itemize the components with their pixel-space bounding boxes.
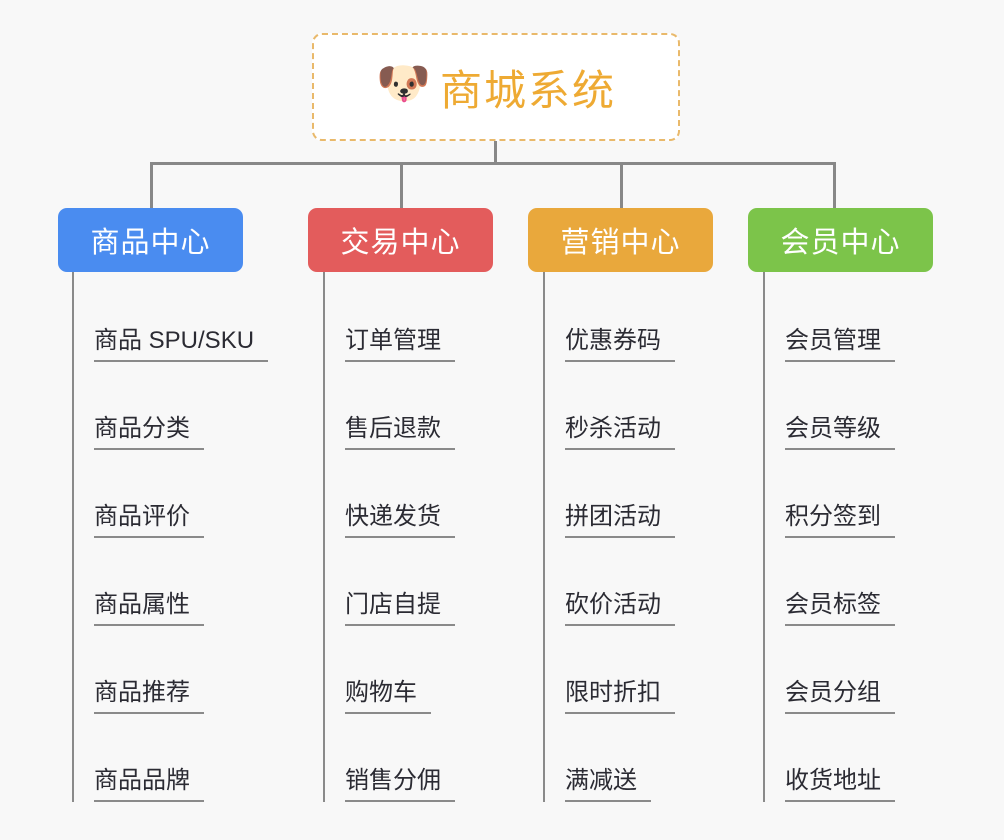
leaf-label: 积分签到: [785, 503, 895, 538]
connector-drop-交易中心: [400, 162, 403, 210]
connector-drop-会员中心: [833, 162, 836, 210]
leaf-item[interactable]: 收货地址: [763, 712, 895, 802]
leaf-label: 会员管理: [785, 327, 895, 362]
leaf-label: 快递发货: [345, 503, 455, 538]
leaf-spine-1: [72, 272, 74, 802]
connector-drop-商品中心: [150, 162, 153, 210]
leaf-item[interactable]: 会员管理: [763, 272, 895, 362]
leaf-label: 商品分类: [94, 415, 204, 450]
root-node[interactable]: 🐶 商城系统: [312, 33, 680, 141]
leaf-item[interactable]: 优惠券码: [543, 272, 675, 362]
leaf-item[interactable]: 积分签到: [763, 448, 895, 538]
leaf-spine-3: [543, 272, 545, 802]
leaf-label: 商品 SPU/SKU: [94, 327, 269, 362]
leaf-item[interactable]: 秒杀活动: [543, 360, 675, 450]
leaf-label: 商品属性: [94, 591, 204, 626]
leaf-item[interactable]: 限时折扣: [543, 624, 675, 714]
leaf-label: 售后退款: [345, 415, 455, 450]
leaf-label: 拼团活动: [565, 503, 675, 538]
category-label-2: 交易中心: [340, 227, 461, 259]
leaf-item[interactable]: 商品推荐: [72, 624, 204, 714]
shiba-dog-icon: 🐶: [375, 59, 431, 108]
leaf-item[interactable]: 商品属性: [72, 536, 204, 626]
connector-horizontal-bus: [150, 162, 836, 165]
leaf-label: 满减送: [565, 767, 651, 802]
leaf-item[interactable]: 商品品牌: [72, 712, 204, 802]
leaf-item[interactable]: 销售分佣: [323, 712, 455, 802]
leaf-label: 购物车: [345, 679, 431, 714]
leaf-item[interactable]: 门店自提: [323, 536, 455, 626]
leaf-label: 会员标签: [785, 591, 895, 626]
root-title: 商城系统: [439, 66, 616, 114]
leaf-label: 秒杀活动: [565, 415, 675, 450]
category-box-1[interactable]: 商品中心: [58, 208, 243, 272]
category-box-2[interactable]: 交易中心: [308, 208, 493, 272]
leaf-item[interactable]: 商品分类: [72, 360, 204, 450]
leaf-item[interactable]: 售后退款: [323, 360, 455, 450]
leaf-label: 销售分佣: [345, 767, 455, 802]
category-label-3: 营销中心: [560, 227, 681, 259]
leaf-item[interactable]: 会员等级: [763, 360, 895, 450]
leaf-item[interactable]: 满减送: [543, 712, 651, 802]
leaf-label: 商品推荐: [94, 679, 204, 714]
leaf-label: 优惠券码: [565, 327, 675, 362]
leaf-label: 砍价活动: [565, 591, 675, 626]
leaf-spine-2: [323, 272, 325, 802]
leaf-item[interactable]: 订单管理: [323, 272, 455, 362]
leaf-item[interactable]: 快递发货: [323, 448, 455, 538]
leaf-label: 商品评价: [94, 503, 204, 538]
leaf-item[interactable]: 会员分组: [763, 624, 895, 714]
leaf-label: 限时折扣: [565, 679, 675, 714]
leaf-label: 收货地址: [785, 767, 895, 802]
leaf-item[interactable]: 购物车: [323, 624, 431, 714]
leaf-item[interactable]: 商品 SPU/SKU: [72, 272, 269, 362]
leaf-label: 商品品牌: [94, 767, 204, 802]
connector-root-stem: [494, 141, 497, 165]
category-label-4: 会员中心: [780, 227, 901, 259]
category-box-3[interactable]: 营销中心: [528, 208, 713, 272]
leaf-label: 门店自提: [345, 591, 455, 626]
leaf-item[interactable]: 砍价活动: [543, 536, 675, 626]
leaf-label: 订单管理: [345, 327, 455, 362]
leaf-item[interactable]: 商品评价: [72, 448, 204, 538]
leaf-label: 会员等级: [785, 415, 895, 450]
leaf-item[interactable]: 会员标签: [763, 536, 895, 626]
leaf-spine-4: [763, 272, 765, 802]
category-box-4[interactable]: 会员中心: [748, 208, 933, 272]
leaf-item[interactable]: 拼团活动: [543, 448, 675, 538]
leaf-label: 会员分组: [785, 679, 895, 714]
connector-drop-营销中心: [620, 162, 623, 210]
category-label-1: 商品中心: [90, 227, 211, 259]
